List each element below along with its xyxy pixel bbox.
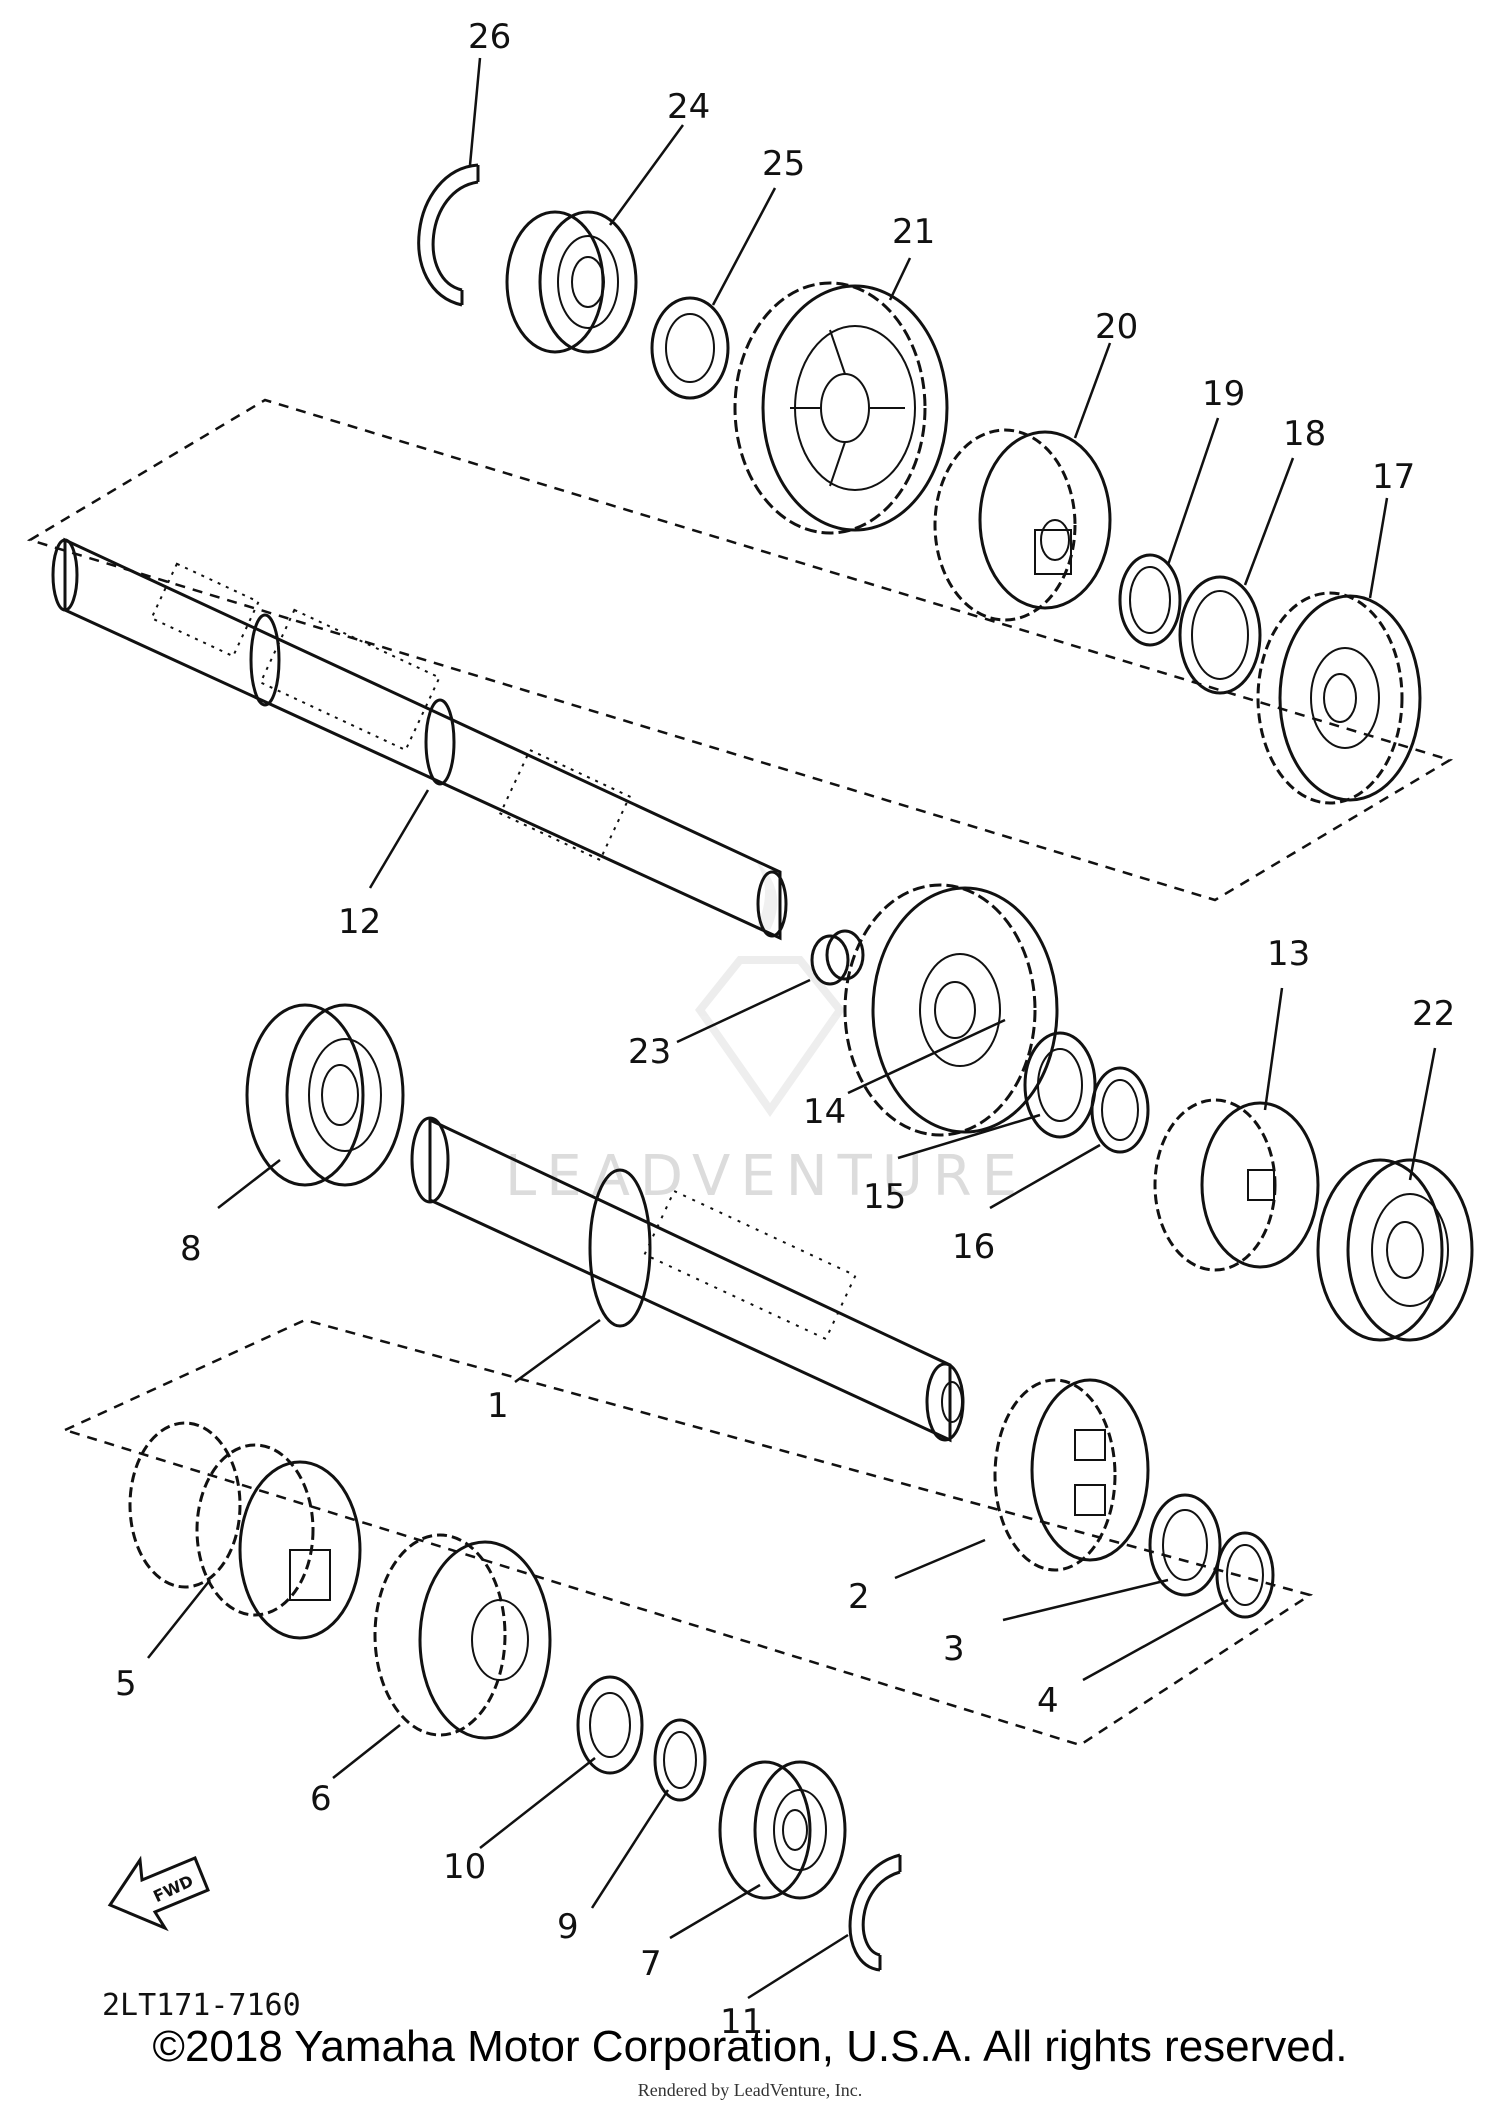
part-18-washer[interactable] — [1178, 575, 1262, 695]
callout-2: 2 — [848, 1577, 870, 1617]
part-16-circlip[interactable] — [1090, 1066, 1150, 1154]
callout-12: 12 — [338, 902, 381, 942]
watermark-logo — [695, 860, 845, 1117]
callout-24: 24 — [667, 87, 710, 127]
callout-6: 6 — [310, 1779, 332, 1819]
callout-7: 7 — [640, 1944, 662, 1984]
leader-lines — [147, 57, 1437, 2000]
fwd-label: FWD — [150, 1871, 196, 1906]
callout-25: 25 — [762, 144, 805, 184]
part-24-bearing[interactable] — [505, 210, 638, 354]
part-9-circlip[interactable] — [653, 1718, 707, 1802]
copyright-notice: ©2018 Yamaha Motor Corporation, U.S.A. A… — [152, 2022, 1348, 2071]
callout-4: 4 — [1037, 1681, 1059, 1721]
driveshaft-group-outline — [61, 1318, 1314, 1747]
part-2-gear[interactable] — [993, 1378, 1150, 1572]
part-5-gear[interactable] — [128, 1421, 362, 1640]
callout-15: 15 — [863, 1177, 906, 1217]
part-13-gear[interactable] — [1153, 1098, 1320, 1272]
part-25-washer[interactable] — [650, 296, 730, 400]
callout-3: 3 — [943, 1629, 965, 1669]
diagram-code: 2LT171-7160 — [102, 1988, 301, 2023]
part-20-gear[interactable] — [933, 428, 1112, 622]
part-7-bearing[interactable] — [718, 1760, 847, 1900]
part-12-main-axle[interactable] — [51, 537, 788, 941]
part-22-bearing[interactable] — [1316, 1158, 1474, 1342]
part-14-gear[interactable] — [843, 883, 1059, 1137]
callout-18: 18 — [1283, 414, 1326, 454]
callout-5: 5 — [115, 1664, 137, 1704]
callout-8: 8 — [180, 1229, 202, 1269]
fwd-arrow-icon: FWD — [107, 1855, 210, 1932]
part-21-gear[interactable] — [733, 281, 949, 535]
callout-13: 13 — [1267, 934, 1310, 974]
callout-1: 1 — [487, 1386, 509, 1426]
callout-20: 20 — [1095, 307, 1138, 347]
rendered-by-credit: Rendered by LeadVenture, Inc. — [637, 2080, 863, 2100]
part-26-circlip[interactable] — [417, 163, 480, 307]
callout-14: 14 — [803, 1092, 846, 1132]
part-19-circlip[interactable] — [1118, 553, 1182, 647]
callout-16: 16 — [952, 1227, 995, 1267]
callout-23: 23 — [628, 1032, 671, 1072]
callout-17: 17 — [1372, 457, 1415, 497]
watermark-text: LEADVENTURE — [505, 1144, 1027, 1209]
mainshaft-group-outline — [26, 398, 1454, 902]
callout-21: 21 — [892, 212, 935, 252]
callout-19: 19 — [1202, 374, 1245, 414]
part-10-washer[interactable] — [576, 1675, 644, 1775]
part-23-collar[interactable] — [810, 929, 865, 986]
callout-10: 10 — [443, 1847, 486, 1887]
callout-11: 11 — [720, 2002, 763, 2042]
callout-labels: 26 24 25 21 20 19 18 17 12 23 14 15 16 1… — [115, 17, 1455, 2042]
part-3-washer[interactable] — [1148, 1493, 1222, 1597]
callout-26: 26 — [468, 17, 511, 57]
part-15-washer[interactable] — [1023, 1031, 1097, 1139]
part-8-bearing[interactable] — [245, 1003, 405, 1187]
part-17-gear[interactable] — [1256, 591, 1422, 805]
callout-22: 22 — [1412, 994, 1455, 1034]
part-11-circlip[interactable] — [848, 1853, 902, 1972]
callout-9: 9 — [557, 1907, 579, 1947]
part-4-circlip[interactable] — [1215, 1531, 1275, 1619]
part-6-gear[interactable] — [373, 1533, 552, 1740]
